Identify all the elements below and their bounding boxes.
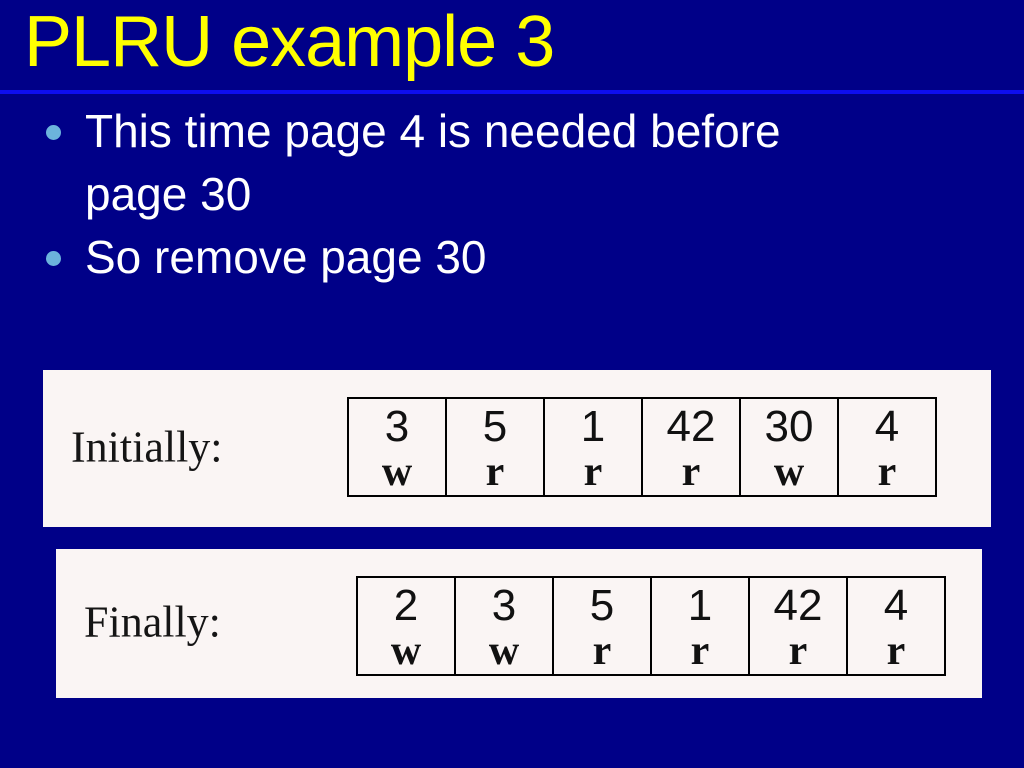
page-number: 4: [883, 581, 909, 630]
access-flag: w: [381, 449, 413, 495]
access-flag: r: [592, 628, 612, 674]
access-flag: r: [788, 628, 808, 674]
page-number: 1: [580, 402, 606, 451]
page-frame-cell: 1 r: [650, 576, 750, 676]
bullet-dot-icon: [46, 125, 61, 140]
page-number: 3: [384, 402, 410, 451]
access-flag: r: [690, 628, 710, 674]
finally-panel: Finally: 2 w 3 w 5 r 1 r 42 r: [56, 549, 982, 698]
access-flag: w: [773, 449, 805, 495]
page-frame-cell: 4 r: [846, 576, 946, 676]
page-frame-cell: 2 w: [356, 576, 456, 676]
initially-frame-row: 3 w 5 r 1 r 42 r 30 w 4 r: [347, 397, 937, 497]
page-number: 5: [589, 581, 615, 630]
initially-panel: Initially: 3 w 5 r 1 r 42 r 30 w: [43, 370, 991, 527]
bullet-list: This time page 4 is needed before page 3…: [46, 100, 885, 289]
page-frame-cell: 30 w: [739, 397, 839, 497]
access-flag: w: [488, 628, 520, 674]
page-number: 5: [482, 402, 508, 451]
access-flag: r: [877, 449, 897, 495]
bullet-text: So remove page 30: [85, 231, 487, 283]
page-frame-cell: 42 r: [641, 397, 741, 497]
access-flag: r: [485, 449, 505, 495]
page-frame-cell: 5 r: [552, 576, 652, 676]
access-flag: r: [583, 449, 603, 495]
bullet-text: This time page 4 is needed before page 3…: [85, 105, 781, 220]
bullet-dot-icon: [46, 251, 61, 266]
finally-label: Finally:: [84, 596, 221, 646]
finally-frame-row: 2 w 3 w 5 r 1 r 42 r 4 r: [356, 576, 946, 676]
bullet-item: This time page 4 is needed before page 3…: [46, 100, 885, 226]
page-number: 42: [773, 581, 823, 630]
page-number: 3: [491, 581, 517, 630]
page-number: 2: [393, 581, 419, 630]
access-flag: r: [681, 449, 701, 495]
page-frame-cell: 42 r: [748, 576, 848, 676]
page-frame-cell: 4 r: [837, 397, 937, 497]
page-frame-cell: 3 w: [347, 397, 447, 497]
slide-title: PLRU example 3: [24, 2, 555, 82]
page-number: 1: [687, 581, 713, 630]
title-underline: [0, 90, 1024, 94]
page-frame-cell: 5 r: [445, 397, 545, 497]
access-flag: w: [390, 628, 422, 674]
page-number: 42: [666, 402, 716, 451]
initially-label: Initially:: [71, 421, 223, 471]
access-flag: r: [886, 628, 906, 674]
page-frame-cell: 1 r: [543, 397, 643, 497]
bullet-item: So remove page 30: [46, 226, 885, 289]
page-number: 30: [764, 402, 814, 451]
page-frame-cell: 3 w: [454, 576, 554, 676]
page-number: 4: [874, 402, 900, 451]
